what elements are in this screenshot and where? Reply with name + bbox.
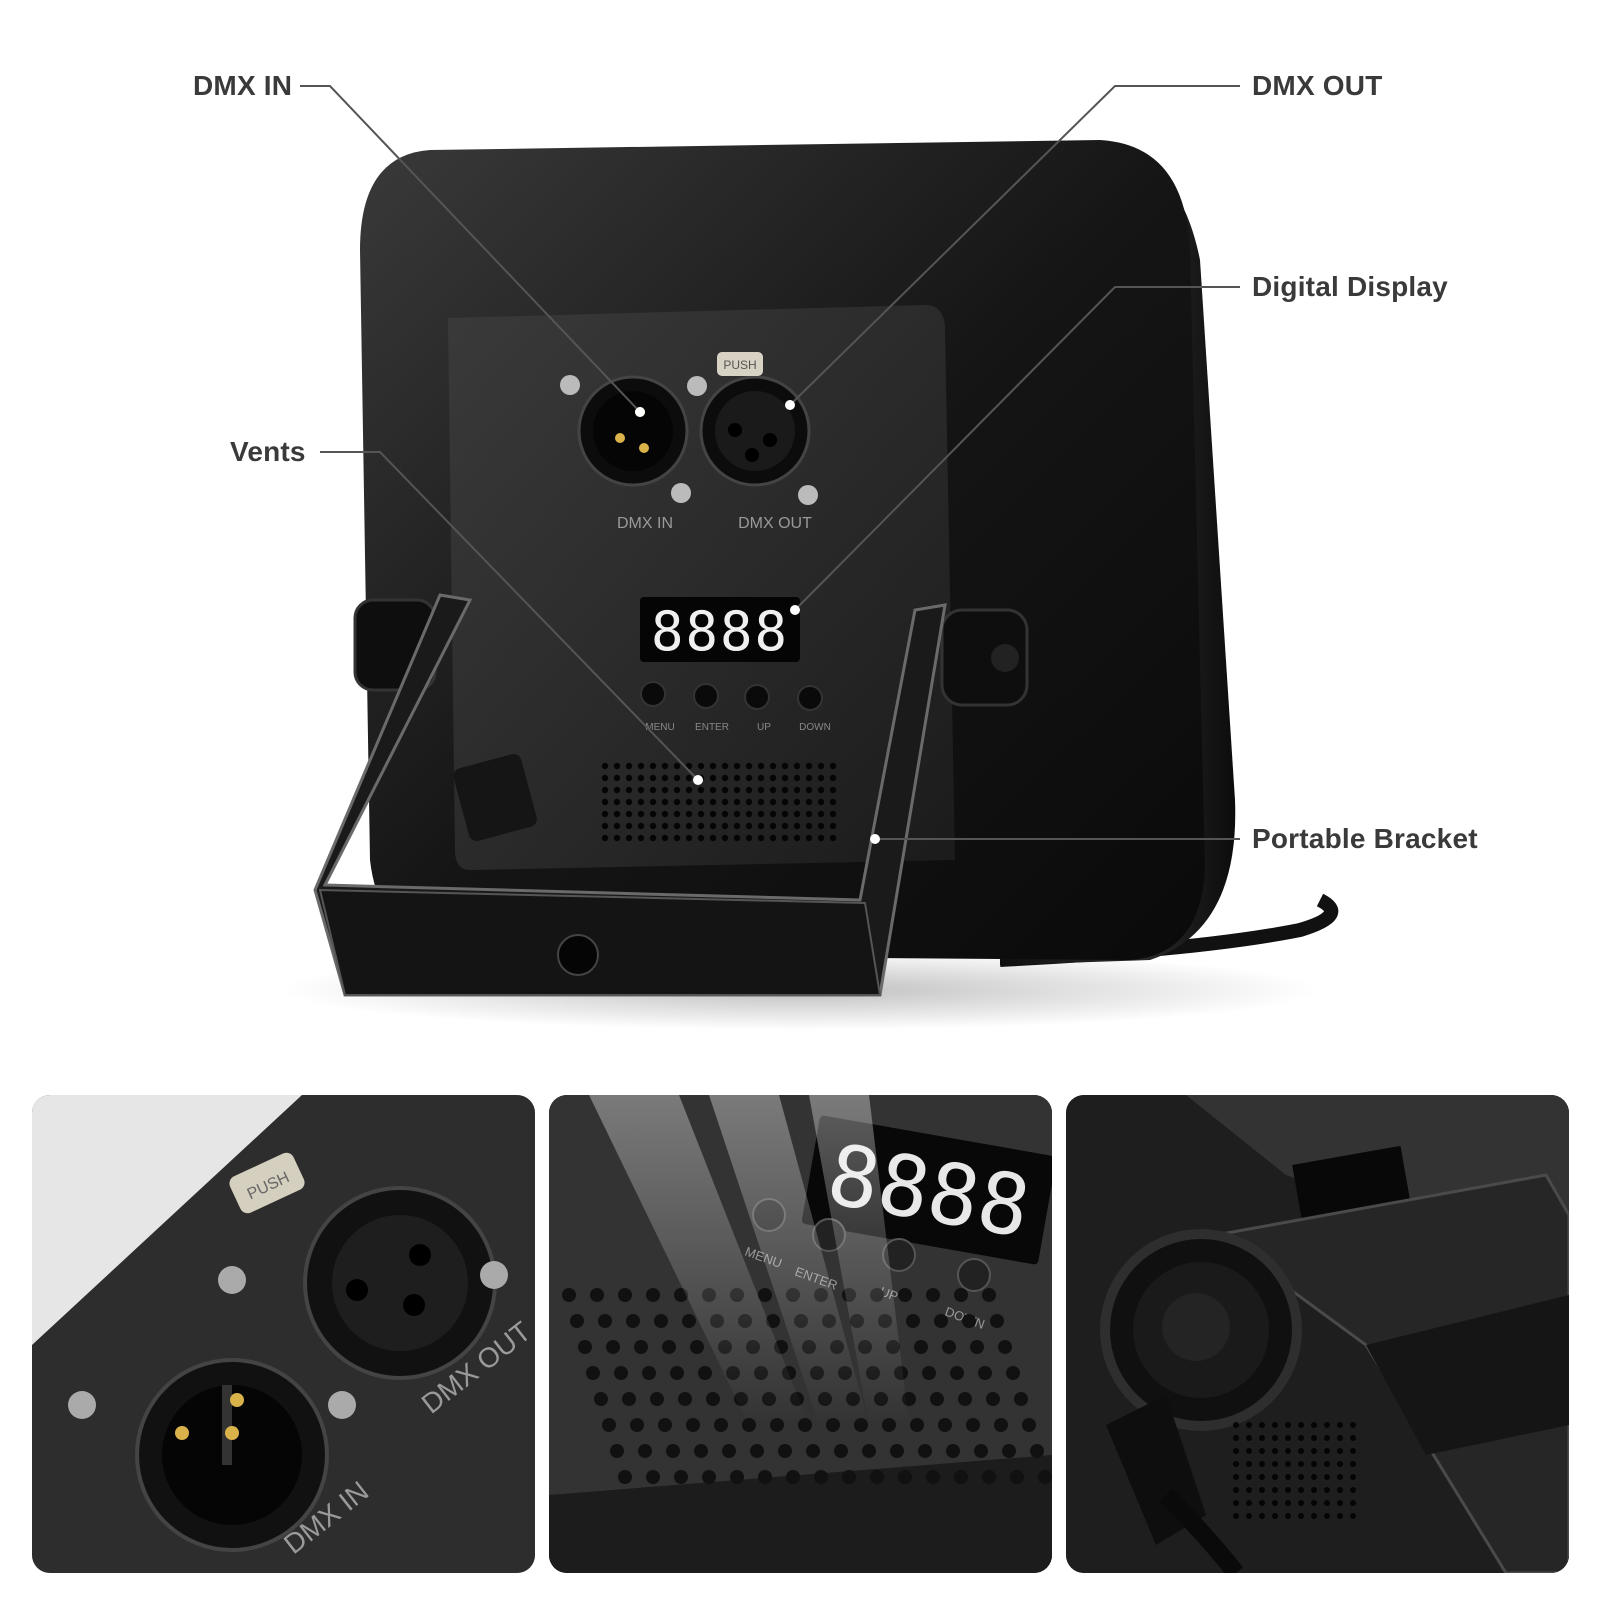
closeup-display-vents-panel: 8888 MENU ENTER UP DOWN [549, 1095, 1052, 1573]
dmx-in-plate-label: DMX IN [617, 515, 673, 532]
callout-vents: Vents [230, 436, 306, 467]
dmx-out-connector: PUSH [687, 352, 818, 505]
callout-digital-display: Digital Display [1252, 271, 1448, 302]
callout-portable-bracket: Portable Bracket [1252, 823, 1478, 854]
callout-dmx-in: DMX IN [193, 70, 293, 101]
button-label-down: DOWN [799, 722, 831, 733]
product-rear-view: PUSH DMX IN DMX OUT 8888 MENU ENTER UP D… [280, 140, 1339, 1030]
dmx-out-plate-label: DMX OUT [738, 515, 812, 532]
callout-dmx-out: DMX OUT [1252, 70, 1383, 101]
vent-holes [601, 762, 837, 842]
closeup-bracket-knob-panel [1066, 1095, 1569, 1573]
display-digits: 8888 [651, 600, 789, 663]
button-label-enter: ENTER [695, 722, 729, 733]
digital-display: 8888 [640, 597, 800, 663]
closeup-connectors-panel: PUSH DMX IN DMX OUT [32, 1095, 535, 1573]
button-label-up: UP [757, 722, 771, 733]
closeup-bracket-vent-holes [1233, 1422, 1356, 1519]
push-tab-label: PUSH [723, 358, 756, 372]
button-label-menu: MENU [645, 722, 674, 733]
